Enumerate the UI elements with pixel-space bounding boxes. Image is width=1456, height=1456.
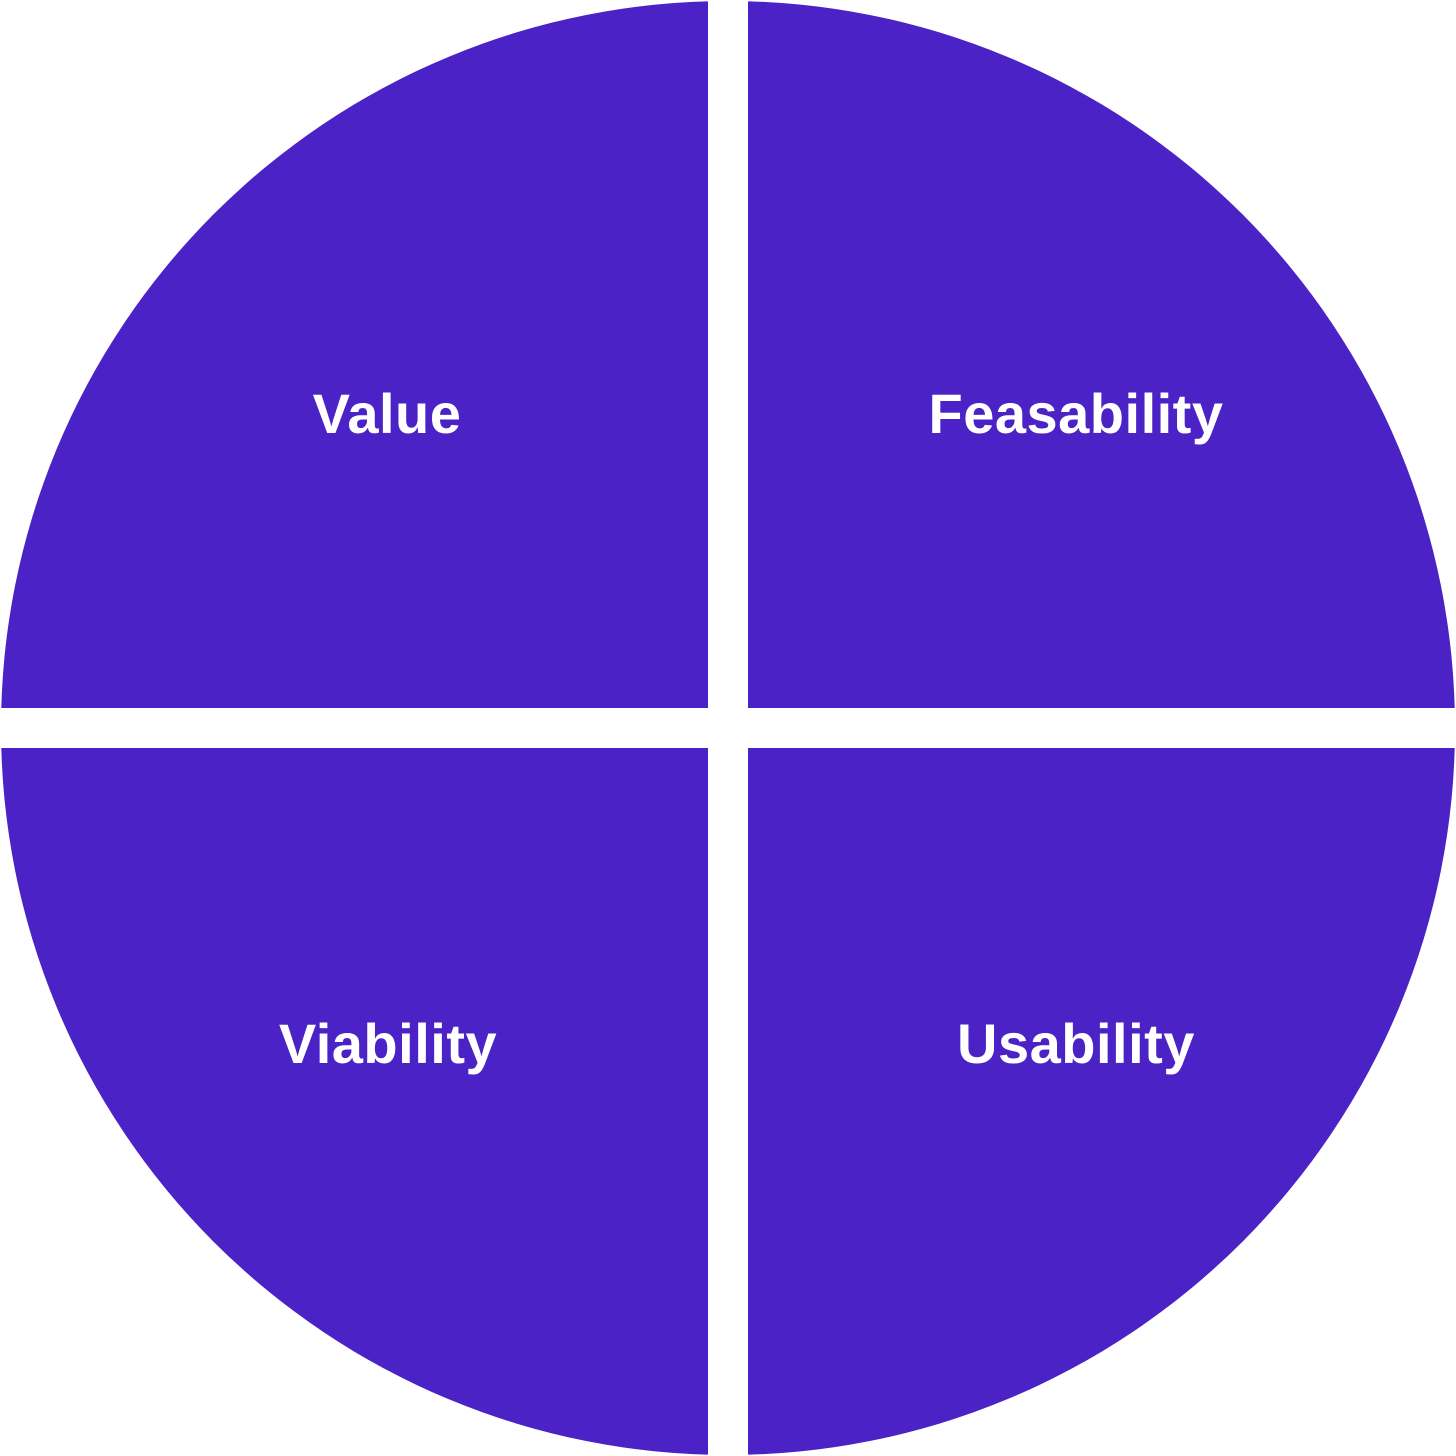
quadrant-usability — [748, 748, 1455, 1455]
quadrant-label-value: Value — [313, 382, 462, 445]
quadrant-viability — [1, 748, 708, 1455]
quadrant-label-usability: Usability — [957, 1012, 1195, 1075]
quadrant-label-feasability: Feasability — [929, 382, 1224, 445]
quadrant-label-viability: Viability — [279, 1012, 497, 1075]
quadrant-feasability — [748, 1, 1455, 708]
quadrant-value — [1, 1, 708, 708]
